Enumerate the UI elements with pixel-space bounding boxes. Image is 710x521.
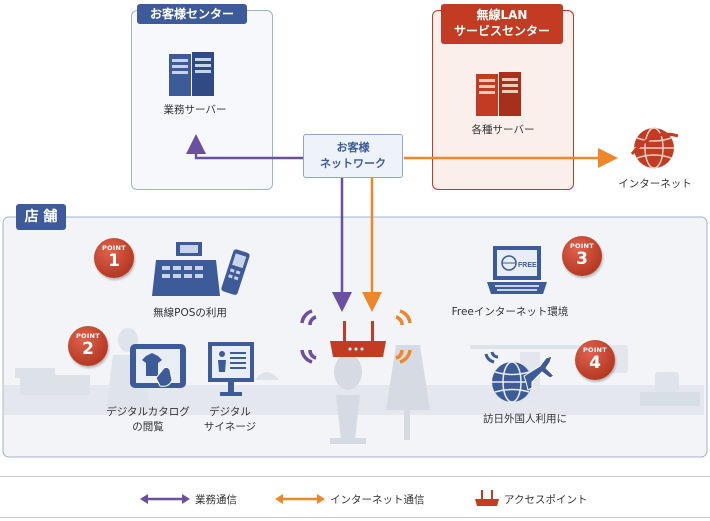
internet-globe-icon — [630, 127, 679, 169]
internet-label: インターネット — [618, 178, 692, 190]
legend-access-point-label: アクセスポイント — [504, 494, 588, 506]
pos-label: 無線POSの利用 — [153, 307, 227, 319]
customer-center-title: お客様センター — [137, 4, 247, 24]
point-4-number: 4 — [589, 353, 601, 373]
wifi-waves-purple — [300, 309, 317, 364]
legend-business-arrow-icon — [140, 494, 190, 504]
wireless-center-title: 無線LAN サービスセンター — [441, 4, 563, 44]
tablet-catalog-icon — [130, 344, 186, 388]
legend-bottom-divider — [0, 517, 710, 518]
customer-network-line2: ネットワーク — [320, 157, 386, 170]
foreign-visitor-label: 訪日外国人利用に — [483, 413, 567, 425]
pos-register-icon — [152, 242, 250, 296]
legend-access-point-icon — [475, 490, 499, 506]
various-server-icon — [476, 72, 521, 116]
store-title: 店 舗 — [16, 204, 66, 230]
point-4-badge: POINT 4 — [575, 340, 615, 380]
access-point-icon — [330, 321, 386, 357]
point-3-word: POINT — [569, 242, 595, 250]
legend-business-label: 業務通信 — [195, 494, 237, 506]
business-server-icon — [169, 52, 214, 96]
signage-label-line1: デジタル — [209, 406, 251, 418]
point-2-badge: POINT 2 — [68, 326, 108, 366]
legend-top-divider — [0, 476, 710, 477]
point-1-badge: POINT 1 — [94, 238, 134, 278]
point-1-word: POINT — [101, 244, 127, 252]
handheld-terminal-icon — [221, 249, 250, 295]
access-point-group — [300, 309, 412, 364]
point-4-word: POINT — [582, 346, 608, 354]
customer-network-line1: お客様 — [336, 141, 370, 154]
digital-signage-icon — [208, 342, 254, 396]
point-3-badge: POINT 3 — [562, 236, 602, 276]
legend-internet-arrow-icon — [275, 494, 325, 504]
airplane-icon — [523, 355, 555, 391]
signage-label: デジタル サイネージ — [190, 405, 270, 435]
point-1-number: 1 — [108, 251, 120, 271]
catalog-label-line2: の閲覧 — [132, 421, 164, 433]
point-3-number: 3 — [576, 249, 588, 269]
point-2-number: 2 — [82, 339, 94, 359]
signage-label-line2: サイネージ — [203, 421, 257, 433]
wireless-center-title-line1: 無線LAN — [476, 8, 528, 22]
wireless-center-title-line2: サービスセンター — [453, 24, 550, 38]
business-line-to-server — [186, 134, 304, 160]
laptop-free-wifi-icon: FREE — [487, 246, 547, 294]
free-internet-label: Freeインターネット環境 — [451, 306, 569, 318]
point-2-word: POINT — [75, 332, 101, 340]
business-server-label: 業務サーバー — [163, 104, 227, 116]
various-server-label: 各種サーバー — [471, 124, 535, 136]
legend-internet-label: インターネット通信 — [330, 494, 425, 506]
customer-network-box: お客様 ネットワーク — [303, 134, 403, 178]
wifi-waves-orange — [395, 309, 412, 364]
catalog-label-line1: デジタルカタログ — [106, 406, 190, 418]
laptop-badge: FREE — [518, 262, 537, 269]
foreign-visitor-globe-icon — [484, 351, 555, 403]
catalog-label: デジタルカタログ の閲覧 — [98, 405, 198, 435]
